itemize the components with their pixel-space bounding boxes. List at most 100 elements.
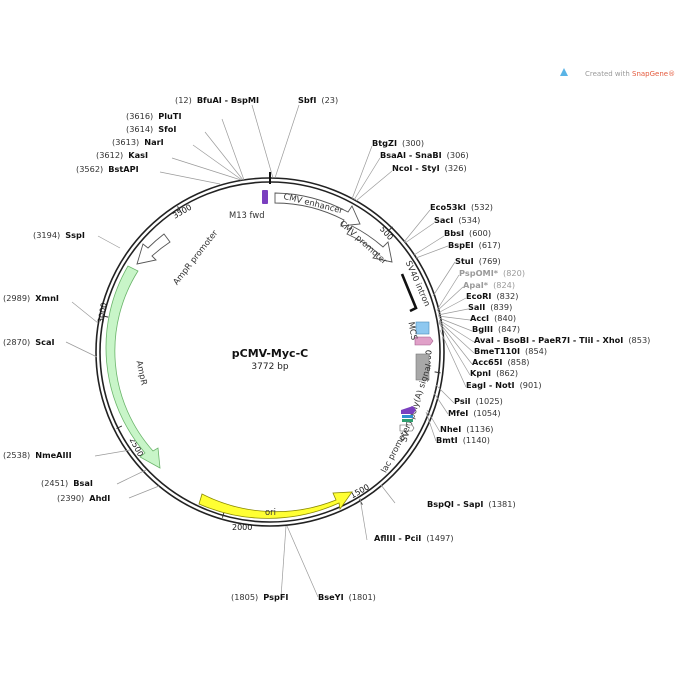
site-name-pluti: PluTI <box>158 111 181 121</box>
site-name-bmet110i: BmeT110I <box>474 346 520 356</box>
site-name-nmeaiii: NmeAIII <box>35 450 71 460</box>
site-name-bbsi: BbsI <box>444 228 464 238</box>
site-name-kasi: KasI <box>128 150 148 160</box>
site-pos-apai: (824) <box>493 280 515 290</box>
site-pos-nmeaiii: (2538) <box>3 450 30 460</box>
ori-arrow <box>198 491 353 519</box>
site-pos-acci: (840) <box>494 313 516 323</box>
site-label-acc65i: Acc65I (858) <box>472 357 530 367</box>
snapgene-logo-icon <box>560 68 568 76</box>
site-name-pspomi: PspOMI* <box>459 268 499 278</box>
site-name-bspei: BspEI <box>448 240 474 250</box>
site-label-bseyi: BseYI(1801) <box>318 592 376 602</box>
site-pos-eco53ki: (532) <box>471 202 493 212</box>
site-pos-bmti: (1140) <box>463 435 490 445</box>
site-label-eagi: EagI - NotI (901) <box>466 380 542 390</box>
site-label-bsaai: BsaAI - SnaBI(306) <box>380 150 469 160</box>
site-label-apai: ApaI* (824) <box>463 280 515 290</box>
site-name-bstapi: BstAPI <box>108 164 138 174</box>
site-label-eco53ki: Eco53kI (532) <box>430 202 493 212</box>
site-label-avai: AvaI - BsoBI - PaeR7I - TliI - XhoI(853) <box>474 335 650 345</box>
site-name-nhei: NheI <box>440 424 461 434</box>
svg-text:Created with SnapGene®: Created with SnapGene® <box>585 70 675 78</box>
tick-1500: 1500 <box>349 482 371 500</box>
credit-brand: SnapGene® <box>632 70 675 78</box>
site-pos-bmet110i: (854) <box>525 346 547 356</box>
site-label-nmeaiii: (2538) NmeAIII <box>3 450 72 460</box>
m13-fwd-label: M13 fwd <box>229 210 265 220</box>
site-pos-xmni: (2989) <box>3 293 30 303</box>
site-pos-sspi: (3194) <box>33 230 60 240</box>
site-name-mfei: MfeI <box>448 408 468 418</box>
site-pos-kpni: (862) <box>496 368 518 378</box>
ori-label: ori <box>265 507 276 517</box>
site-label-ahdi: (2390) AhdI <box>57 493 110 503</box>
site-name-bfuai: BfuAI - BspMI <box>197 95 259 105</box>
site-pos-eagi: (901) <box>520 380 542 390</box>
cmv-enhancer-arrow <box>274 192 361 227</box>
site-pos-afliii: (1497) <box>426 533 453 543</box>
site-label-afliii: AflIII - PciI (1497) <box>374 533 454 543</box>
site-leaders <box>65 104 475 598</box>
site-pos-pspfi: (1805) <box>231 592 258 602</box>
site-label-psii: PsiI (1025) <box>454 396 503 406</box>
site-pos-ecori: (832) <box>496 291 518 301</box>
site-pos-sbfi: (23) <box>321 95 338 105</box>
site-pos-psii: (1025) <box>476 396 503 406</box>
backbone <box>95 172 445 527</box>
site-pos-nhei: (1136) <box>466 424 493 434</box>
site-pos-bsai: (2451) <box>41 478 68 488</box>
site-name-ahdi: AhdI <box>89 493 110 503</box>
site-pos-bseyi: (1801) <box>349 592 376 602</box>
site-label-xmni: (2989)XmnI <box>3 293 59 303</box>
cmv-promoter-label: CMV promoter <box>338 218 390 266</box>
tick-2000: 2000 <box>232 523 252 532</box>
site-label-stui: StuI(769) <box>455 256 501 266</box>
site-label-bspei: BspEI(617) <box>448 240 501 250</box>
site-pos-sfoi: (3614) <box>126 124 153 134</box>
site-name-sali: SalI <box>468 302 485 312</box>
site-pos-bfuai: (12) <box>175 95 192 105</box>
site-label-kpni: KpnI(862) <box>470 368 518 378</box>
site-label-saci: SacI(534) <box>434 215 480 225</box>
site-label-acci: AccI (840) <box>470 313 516 323</box>
site-pos-ahdi: (2390) <box>57 493 84 503</box>
site-name-scai: ScaI <box>35 337 54 347</box>
site-pos-pspomi: (820) <box>503 268 525 278</box>
sv40-intron-label: SV40 intron <box>404 259 433 308</box>
site-name-ncoi: NcoI - StyI <box>392 163 440 173</box>
site-label-sali: SalI(839) <box>468 302 512 312</box>
site-pos-bspqi: (1381) <box>488 499 515 509</box>
tick-3500: 3500 <box>171 203 193 221</box>
site-name-avai: AvaI - BsoBI - PaeR7I - TliI - XhoI <box>474 335 623 345</box>
site-name-acc65i: Acc65I <box>472 357 502 367</box>
site-pos-bglii: (847) <box>498 324 520 334</box>
site-name-stui: StuI <box>455 256 474 266</box>
snapgene-credit: Created with SnapGene® <box>560 68 675 78</box>
site-label-pspfi: (1805)PspFI <box>231 592 288 602</box>
site-label-scai: (2870)ScaI <box>3 337 55 347</box>
plasmid-length: 3772 bp <box>251 362 288 372</box>
site-pos-acc65i: (858) <box>507 357 529 367</box>
site-label-ecori: EcoRI (832) <box>466 291 518 301</box>
site-label-bmet110i: BmeT110I (854) <box>474 346 547 356</box>
site-name-apai: ApaI* <box>463 280 489 290</box>
site-pos-bsaai: (306) <box>447 150 469 160</box>
site-name-ecori: EcoRI <box>466 291 491 301</box>
plasmid-center: pCMV-Myc-C 3772 bp <box>232 347 308 372</box>
site-labels: (12)BfuAI - BspMI SbfI(23) (3616)PluTI (… <box>3 95 650 602</box>
credit-prefix: Created with <box>585 70 632 78</box>
site-name-psii: PsiI <box>454 396 471 406</box>
site-name-bglii: BglII <box>472 324 493 334</box>
ampr-arrow <box>105 265 161 469</box>
sv40-intron-feature <box>400 273 418 313</box>
site-label-ncoi: NcoI - StyI(326) <box>392 163 467 173</box>
site-name-acci: AccI <box>470 313 489 323</box>
site-pos-saci: (534) <box>458 215 480 225</box>
site-name-eco53ki: Eco53kI <box>430 202 466 212</box>
mcs-feature <box>415 321 430 335</box>
site-label-nhei: NheI (1136) <box>440 424 494 434</box>
site-name-eagi: EagI - NotI <box>466 380 515 390</box>
site-name-afliii: AflIII - PciI <box>374 533 421 543</box>
site-label-bstapi: (3562)BstAPI <box>76 164 139 174</box>
